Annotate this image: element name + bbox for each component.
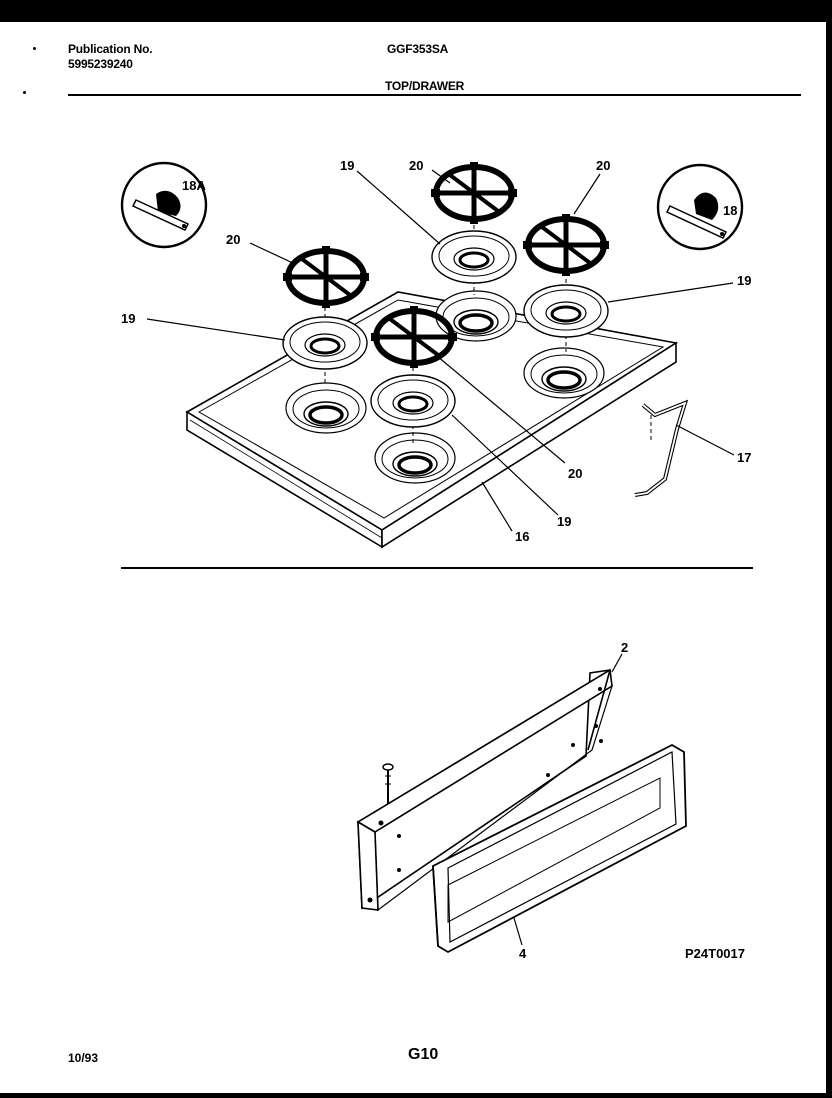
drawer-front-panel — [432, 743, 687, 954]
burner-grate — [283, 246, 369, 308]
callout-16: 16 — [515, 529, 529, 544]
detail-18 — [656, 163, 744, 251]
section-title: TOP/DRAWER — [385, 79, 465, 93]
burner-well — [373, 431, 457, 485]
bottom-border — [0, 1093, 832, 1098]
callout-20-bottom: 20 — [568, 466, 582, 481]
callout-2: 2 — [621, 640, 628, 655]
figure-code: P24T0017 — [685, 946, 745, 961]
page-number: G10 — [408, 1046, 439, 1063]
footer-date: 10/93 — [68, 1051, 99, 1065]
bullet-dot — [23, 91, 26, 94]
callout-18: 18 — [723, 203, 737, 218]
drip-pan — [281, 315, 369, 371]
right-border — [826, 0, 832, 1098]
publication-label: Publication No. — [68, 42, 153, 56]
wire-bracket — [634, 399, 689, 497]
drawer-back-panel — [356, 668, 614, 912]
callout-20-top: 20 — [409, 158, 423, 173]
callout-19-left: 19 — [121, 311, 135, 326]
drip-pan — [522, 283, 610, 339]
callout-18a: 18A — [182, 178, 206, 193]
detail-18a — [120, 161, 208, 249]
top-border — [0, 0, 832, 22]
callout-20-left: 20 — [226, 232, 240, 247]
callout-20-right: 20 — [596, 158, 610, 173]
callout-17: 17 — [737, 450, 751, 465]
callout-19-top: 19 — [340, 158, 354, 173]
header-rule — [68, 94, 801, 96]
section-divider — [121, 567, 753, 569]
burner-grate — [523, 214, 609, 276]
publication-number: 5995239240 — [68, 57, 133, 71]
callout-19-bottom: 19 — [557, 514, 571, 529]
callout-19-right: 19 — [737, 273, 751, 288]
burner-well — [284, 381, 368, 435]
model-number: GGF353SA — [387, 42, 449, 56]
leader-lines — [146, 169, 735, 946]
screw — [382, 763, 394, 804]
drip-pan — [369, 373, 457, 429]
drip-pan — [430, 229, 518, 285]
burner-grate — [431, 162, 517, 224]
bullet-dot — [33, 47, 36, 50]
callout-4: 4 — [519, 946, 527, 961]
burner-well — [522, 346, 606, 400]
